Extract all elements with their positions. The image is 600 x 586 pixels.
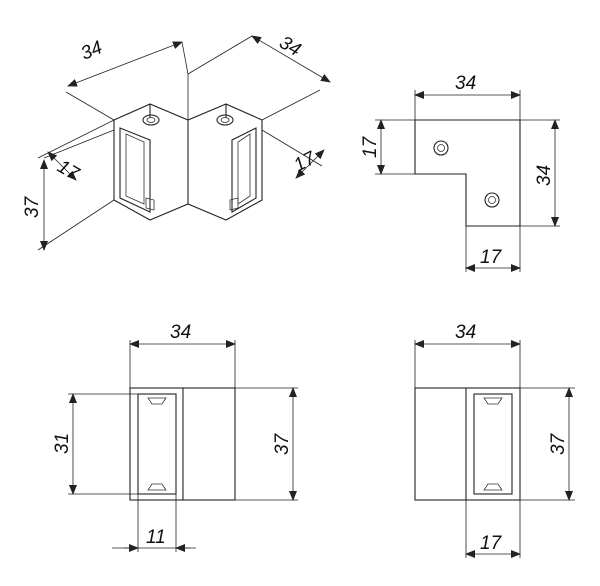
iso-dim-top-left: 34 bbox=[78, 37, 105, 64]
iso-dim-top-right: 34 bbox=[276, 32, 305, 61]
front-dim-inner-height: 31 bbox=[52, 433, 73, 454]
side-view: 34 37 17 bbox=[414, 322, 575, 558]
top-dim-bottom: 17 bbox=[480, 247, 503, 268]
front-dim-width: 34 bbox=[170, 322, 191, 343]
top-dim-left: 17 bbox=[360, 135, 381, 158]
side-dim-width: 34 bbox=[455, 322, 476, 343]
front-dim-height: 37 bbox=[272, 432, 293, 455]
top-view: 34 17 34 17 bbox=[360, 73, 560, 272]
isometric-view: 34 34 17 17 37 bbox=[22, 32, 331, 251]
iso-dim-side-left: 17 bbox=[54, 156, 84, 185]
iso-dim-height: 37 bbox=[22, 195, 43, 218]
top-dim-width: 34 bbox=[455, 73, 476, 94]
side-dim-bottom: 17 bbox=[480, 533, 503, 554]
iso-dim-side-right: 17 bbox=[290, 147, 320, 176]
top-dim-right: 34 bbox=[534, 165, 555, 186]
front-dim-slot-width: 11 bbox=[146, 527, 166, 548]
front-view: 34 31 37 11 bbox=[52, 322, 298, 552]
side-dim-height: 37 bbox=[548, 432, 569, 455]
